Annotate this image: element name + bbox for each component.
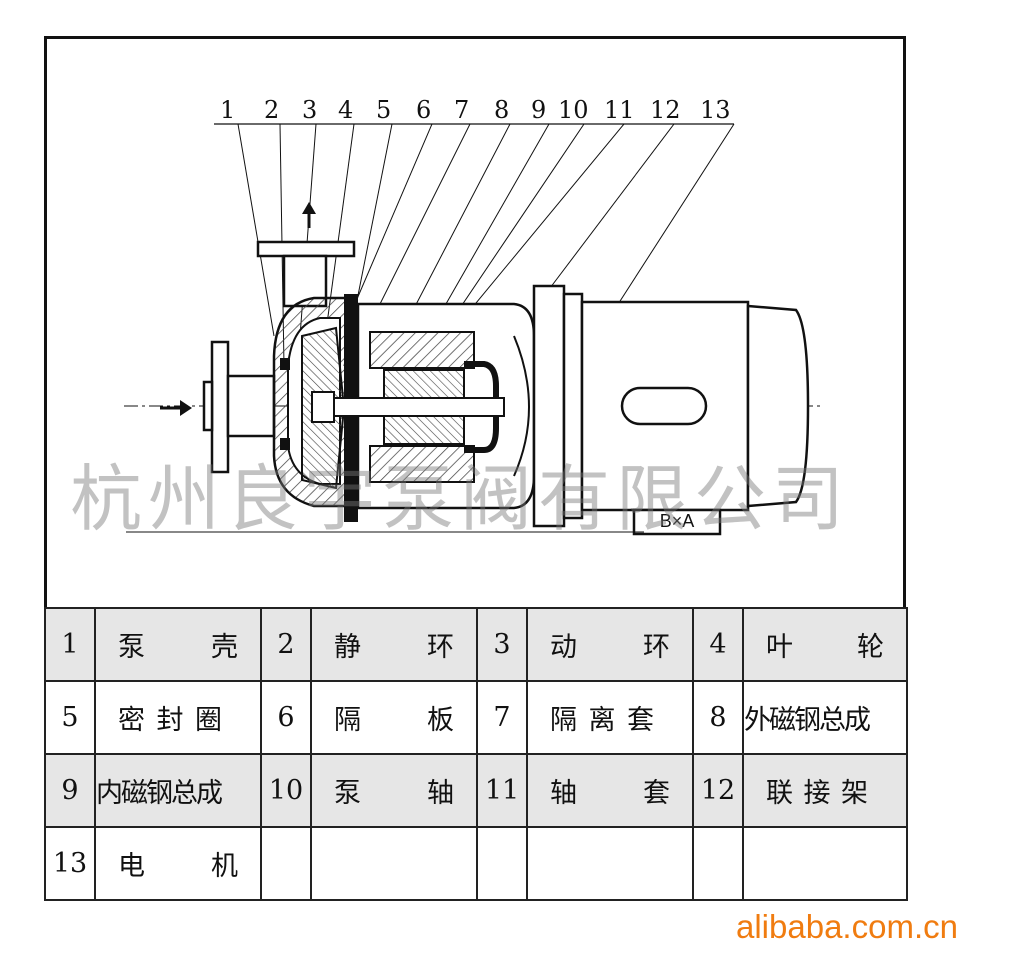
part-name: 外磁钢总成 xyxy=(742,680,908,755)
part-number: 10 xyxy=(260,753,312,828)
motor-size-label: B×A xyxy=(660,511,695,531)
part-number-empty xyxy=(476,826,528,901)
company-watermark: 杭州良宇泵阀有限公司 xyxy=(70,457,851,541)
callout-8: 8 xyxy=(494,96,509,124)
part-number: 11 xyxy=(476,753,528,828)
table-row: 13 电机 xyxy=(44,826,908,901)
part-name: 电机 xyxy=(94,826,262,901)
part-number: 1 xyxy=(44,607,96,682)
connecting-bracket xyxy=(532,284,566,528)
part-name-empty xyxy=(526,826,694,901)
pump-outlet xyxy=(256,240,356,308)
part-number: 9 xyxy=(44,753,96,828)
bracket-contour xyxy=(513,335,530,477)
callout-10: 10 xyxy=(558,96,589,124)
callout-13: 13 xyxy=(700,96,731,124)
pump-inlet xyxy=(202,340,276,474)
part-number: 13 xyxy=(44,826,96,901)
callout-12: 12 xyxy=(650,96,681,124)
outlet-arrow-icon xyxy=(302,202,316,228)
pump-cross-section-diagram: 1 2 3 4 5 6 7 8 9 10 11 12 13 xyxy=(124,96,824,536)
part-name-empty xyxy=(310,826,478,901)
part-number: 6 xyxy=(260,680,312,755)
table-row: 1 泵壳 2 静环 3 动环 4 叶轮 xyxy=(44,607,908,682)
part-name: 内磁钢总成 xyxy=(94,753,262,828)
callout-labels: 1 2 3 4 5 6 7 8 9 10 11 12 13 xyxy=(220,96,731,124)
part-name: 隔板 xyxy=(310,680,478,755)
part-number: 8 xyxy=(692,680,744,755)
part-number: 3 xyxy=(476,607,528,682)
part-name-empty xyxy=(742,826,908,901)
table-row: 5 密封圈 6 隔板 7 隔离套 8 外磁钢总成 xyxy=(44,680,908,755)
callout-11: 11 xyxy=(604,96,635,124)
part-number: 2 xyxy=(260,607,312,682)
callout-2: 2 xyxy=(264,96,279,124)
alibaba-logo[interactable]: alibaba.com.cn xyxy=(736,908,958,945)
outer-magnet-upper xyxy=(369,331,475,369)
static-ring xyxy=(280,358,290,370)
part-name: 泵壳 xyxy=(94,607,262,682)
part-number: 5 xyxy=(44,680,96,755)
part-name: 轴套 xyxy=(526,753,694,828)
part-name: 叶轮 xyxy=(742,607,908,682)
shaft-nut xyxy=(311,391,335,423)
callout-3: 3 xyxy=(302,96,317,124)
callout-4: 4 xyxy=(338,96,353,124)
part-number-empty xyxy=(692,826,744,901)
part-name: 动环 xyxy=(526,607,694,682)
part-name: 联接架 xyxy=(742,753,908,828)
static-ring-lower xyxy=(280,438,290,450)
part-number: 7 xyxy=(476,680,528,755)
table-row: 9 内磁钢总成 10 泵轴 11 轴套 12 联接架 xyxy=(44,753,908,828)
parts-legend-table: 1 泵壳 2 静环 3 动环 4 叶轮 5 密封圈 6 隔板 7 隔离套 8 外… xyxy=(44,607,908,901)
callout-9: 9 xyxy=(531,96,546,124)
callout-7: 7 xyxy=(454,96,469,124)
callout-6: 6 xyxy=(416,96,431,124)
part-name: 密封圈 xyxy=(94,680,262,755)
outer-magnet-lower xyxy=(369,445,475,483)
part-number: 4 xyxy=(692,607,744,682)
inlet-arrow-icon xyxy=(160,400,192,416)
part-name: 隔离套 xyxy=(526,680,694,755)
callout-1: 1 xyxy=(220,96,235,124)
part-number: 12 xyxy=(692,753,744,828)
part-number-empty xyxy=(260,826,312,901)
pump-shaft xyxy=(313,397,505,417)
motor xyxy=(562,292,810,536)
callout-5: 5 xyxy=(376,96,391,124)
part-name: 泵轴 xyxy=(310,753,478,828)
part-name: 静环 xyxy=(310,607,478,682)
